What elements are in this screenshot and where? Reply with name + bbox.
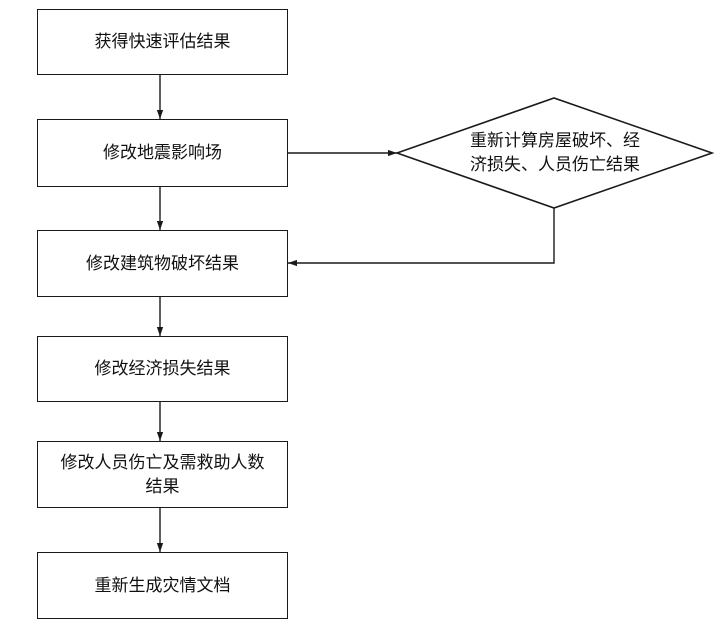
step-modify-seismic-field: 修改地震影响场 — [37, 119, 288, 187]
step-modify-economic-loss-label: 修改经济损失结果 — [94, 359, 231, 379]
decision-label-line1: 重新计算房屋破坏、经 — [470, 131, 640, 151]
step-modify-economic-loss: 修改经济损失结果 — [37, 336, 288, 402]
step-modify-seismic-field-label: 修改地震影响场 — [103, 143, 222, 163]
decision-label-line2: 济损失、人员伤亡结果 — [470, 155, 640, 175]
arrow-decision-to-step3 — [288, 208, 555, 267]
step-get-quick-assessment-label: 获得快速评估结果 — [94, 32, 231, 52]
step-get-quick-assessment: 获得快速评估结果 — [37, 9, 288, 75]
step-modify-casualties-label-line2: 结果 — [145, 476, 180, 497]
decision-recalculate: 重新计算房屋破坏、经 济损失、人员伤亡结果 — [440, 126, 670, 180]
decision-diamond-shape — [394, 97, 715, 209]
step-modify-building-damage-label: 修改建筑物破坏结果 — [86, 253, 239, 274]
step-regenerate-disaster-document-label: 重新生成灾情文档 — [94, 575, 231, 596]
step-modify-casualties-label-line1: 修改人员伤亡及需救助人数 — [60, 452, 265, 473]
step-modify-casualties: 修改人员伤亡及需救助人数 结果 — [37, 441, 288, 508]
step-modify-building-damage: 修改建筑物破坏结果 — [37, 230, 288, 297]
step-regenerate-disaster-document: 重新生成灾情文档 — [37, 552, 288, 619]
